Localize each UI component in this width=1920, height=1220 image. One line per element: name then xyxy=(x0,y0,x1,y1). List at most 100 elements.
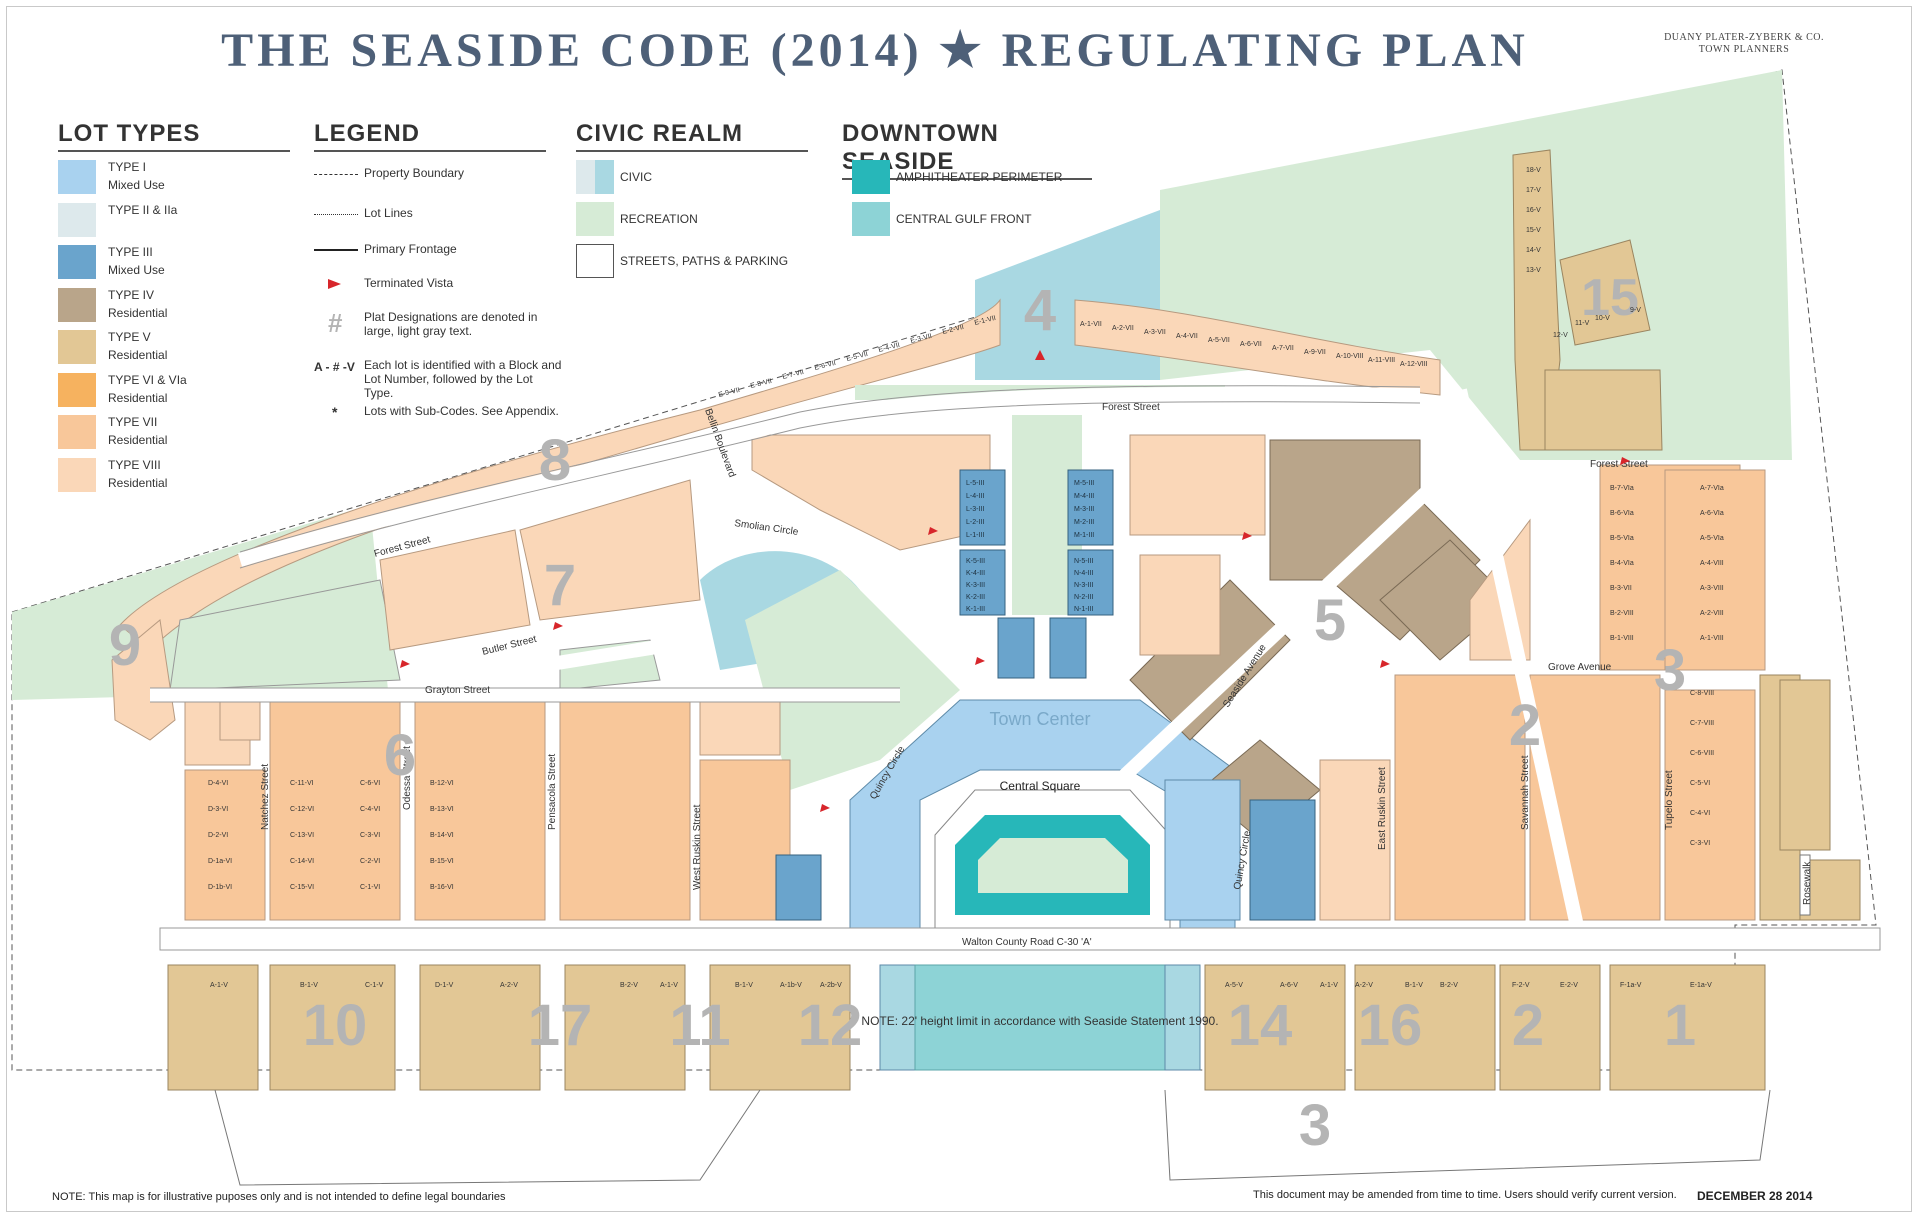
lot-label: M-5-III xyxy=(1074,480,1094,487)
civic-realm-heading: CIVIC REALM xyxy=(576,120,808,152)
lot-type-name: TYPE VIII xyxy=(108,457,161,472)
lot-label: L-4-III xyxy=(966,493,984,500)
dotted-line-icon xyxy=(314,214,358,215)
asterisk-icon: * xyxy=(332,404,338,420)
lot-label: C-2-VI xyxy=(360,858,380,865)
beach-type-v-lots xyxy=(167,964,1766,1091)
southeast-type-v-blocks xyxy=(1759,674,1861,921)
civic-label: CIVIC xyxy=(620,170,653,184)
center-type-iii-blocks xyxy=(959,469,1114,679)
street-label-pensacola: Pensacola Street xyxy=(547,754,558,830)
plat-10: 10 xyxy=(303,993,368,1058)
lot-label: 9-V xyxy=(1630,307,1641,314)
lot-label: C-4-VI xyxy=(1690,810,1710,817)
civic-swatch-a xyxy=(576,160,595,194)
street-label-natchez: Natchez Street xyxy=(260,764,271,830)
civic-swatch-b xyxy=(595,160,614,194)
vista-marker xyxy=(1380,660,1390,668)
lot-labels-northeast: 18-V17-V16-V15-V14-V13-V12-V11-V10-V9-V xyxy=(1526,167,1641,339)
lot-type-use: Residential xyxy=(108,305,168,320)
lot-id-symbol: A - # -V xyxy=(314,360,355,374)
recreation-label: RECREATION xyxy=(620,212,698,226)
lot-label: B-4-VIa xyxy=(1610,560,1634,567)
lot-label: F-1a-V xyxy=(1620,982,1642,989)
lot-label: B-1-V xyxy=(1405,982,1423,989)
lot-label: 14-V xyxy=(1526,247,1541,254)
plat-6: 6 xyxy=(384,723,416,788)
plat-15: 15 xyxy=(1581,269,1639,327)
legend-heading: LEGEND xyxy=(314,120,546,152)
lot-type-name: TYPE VI & VIa xyxy=(108,372,187,387)
lot-label: C-11-VI xyxy=(290,780,314,787)
block-a-west-lots xyxy=(111,619,176,741)
lot-type-use: Residential xyxy=(108,433,168,447)
lot-label: K-3-III xyxy=(966,582,985,589)
lot-label: E-7-VII xyxy=(782,369,805,381)
rosewalk-path xyxy=(1799,854,1811,916)
lot-label: 10-V xyxy=(1595,315,1610,322)
vista-marker xyxy=(928,527,938,535)
lot-label: A-10-VIII xyxy=(1336,353,1364,360)
southwest-type-viii-blocks xyxy=(184,699,781,766)
lot-type-swatch xyxy=(58,415,96,449)
lot-type-name: TYPE V xyxy=(108,330,151,344)
lot-label: 15-V xyxy=(1526,227,1541,234)
plat-3-beach: 3 xyxy=(1299,1093,1331,1158)
central-gulf-label: CENTRAL GULF FRONT xyxy=(896,212,1032,226)
lot-label: K-1-III xyxy=(966,606,985,613)
lot-type-use: Residential xyxy=(108,390,168,405)
lot-label: N-5-III xyxy=(1074,558,1094,565)
legend-lot-lines-label: Lot Lines xyxy=(364,206,413,220)
lot-label: N-2-III xyxy=(1074,594,1094,601)
firm-name: DUANY PLATER-ZYBERK & CO. xyxy=(1664,32,1824,43)
lot-label: C-3-VI xyxy=(360,832,380,839)
lot-label: A-5-V xyxy=(1225,982,1243,989)
lot-label: A-7-VIa xyxy=(1700,485,1724,492)
lot-label: A-2-VII xyxy=(1112,325,1134,332)
lot-label: B-7-VIa xyxy=(1610,485,1634,492)
lot-label: B-6-VIa xyxy=(1610,510,1634,517)
lot-type-name: TYPE IV xyxy=(108,287,155,302)
lot-label: C-6-VIII xyxy=(1690,750,1714,757)
street-label-forest-top: Forest Street xyxy=(1102,402,1160,413)
lot-label: A-11-VIII xyxy=(1368,357,1395,364)
lot-label: 16-V xyxy=(1526,207,1541,214)
lot-label: B-2-V xyxy=(620,982,638,989)
lot-label: C-8-VIII xyxy=(1690,690,1714,697)
lot-label: A-6-V xyxy=(1280,982,1298,989)
lot-label: B-13-VI xyxy=(430,806,454,813)
lot-label: B-3-VII xyxy=(1610,585,1632,592)
lot-label: C-6-VI xyxy=(360,780,380,787)
lot-type-swatch xyxy=(58,287,96,322)
lot-label: K-2-III xyxy=(966,594,985,601)
lot-label: C-3-VI xyxy=(1690,840,1710,847)
lot-label: 18-V xyxy=(1526,167,1541,174)
plat-11: 11 xyxy=(669,993,730,1058)
lot-label: M-2-III xyxy=(1074,519,1094,526)
lot-type-swatch xyxy=(58,330,96,364)
lot-label: L-2-III xyxy=(966,519,984,526)
lot-label: A-2b-V xyxy=(820,982,842,989)
legend-plat-label: Plat Designations are denoted in large, … xyxy=(364,310,538,338)
recreation-area-north xyxy=(1160,70,1792,460)
lot-type-swatch xyxy=(58,245,96,279)
lot-type-use: Residential xyxy=(108,348,168,362)
central-square-label: Central Square xyxy=(1000,779,1081,793)
lot-label: L-3-III xyxy=(966,506,984,513)
lot-label: D-1-V xyxy=(435,982,454,989)
street-label-forest-east: Forest Street xyxy=(1590,459,1648,470)
recreation-swatch xyxy=(576,202,614,236)
plat-1: 1 xyxy=(1664,993,1696,1058)
lot-label: D-1a-VI xyxy=(208,858,232,865)
footer-amend-notice: This document may be amended from time t… xyxy=(1253,1189,1677,1201)
town-center-label: Town Center xyxy=(989,709,1090,729)
lot-label: A-4-VIII xyxy=(1700,560,1724,567)
central-gulf-swatch xyxy=(852,202,890,236)
lot-label: A-1-V xyxy=(660,982,678,989)
lot-types-heading: LOT TYPES xyxy=(58,120,290,152)
plat-4: 4 xyxy=(1024,278,1056,343)
